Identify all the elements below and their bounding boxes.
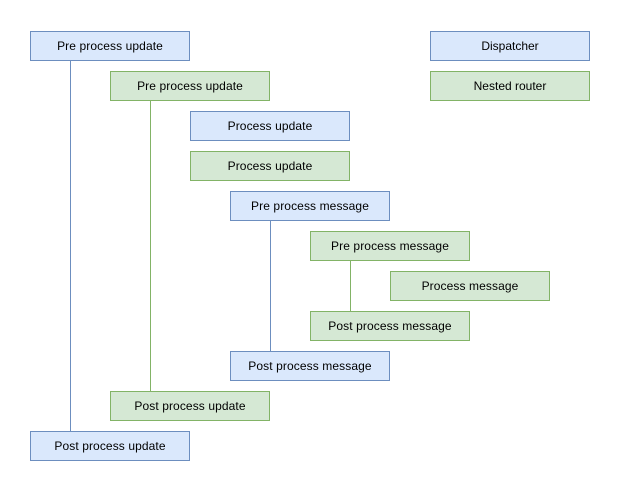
node-label: Post process update	[54, 439, 166, 453]
node-label: Pre process message	[251, 199, 369, 213]
node-label: Pre process update	[57, 39, 163, 53]
node-box[interactable]: Post process message	[230, 351, 390, 381]
node-label: Post process message	[248, 359, 372, 373]
node-box[interactable]: Post process message	[310, 311, 470, 341]
node-label: Post process message	[328, 319, 452, 333]
node-box[interactable]: Pre process update	[110, 71, 270, 101]
node-label: Process update	[227, 159, 313, 173]
node-label: Process message	[421, 279, 519, 293]
node-box[interactable]: Pre process message	[310, 231, 470, 261]
legend-item-router[interactable]: Nested router	[430, 71, 590, 101]
legend-label: Dispatcher	[481, 39, 539, 53]
node-label: Pre process update	[137, 79, 243, 93]
node-box[interactable]: Pre process message	[230, 191, 390, 221]
legend-label: Nested router	[473, 79, 547, 93]
node-label: Process update	[227, 119, 313, 133]
node-box[interactable]: Post process update	[30, 431, 190, 461]
legend-item-dispatcher[interactable]: Dispatcher	[430, 31, 590, 61]
connector-dispatcher-2	[270, 220, 271, 351]
node-label: Pre process message	[331, 239, 449, 253]
connector-router-1	[150, 100, 151, 391]
connector-router-3	[350, 260, 351, 311]
node-box[interactable]: Post process update	[110, 391, 270, 421]
connector-dispatcher-0	[70, 60, 71, 431]
node-box[interactable]: Pre process update	[30, 31, 190, 61]
node-box[interactable]: Process update	[190, 111, 350, 141]
node-box[interactable]: Process update	[190, 151, 350, 181]
node-label: Post process update	[134, 399, 246, 413]
node-box[interactable]: Process message	[390, 271, 550, 301]
